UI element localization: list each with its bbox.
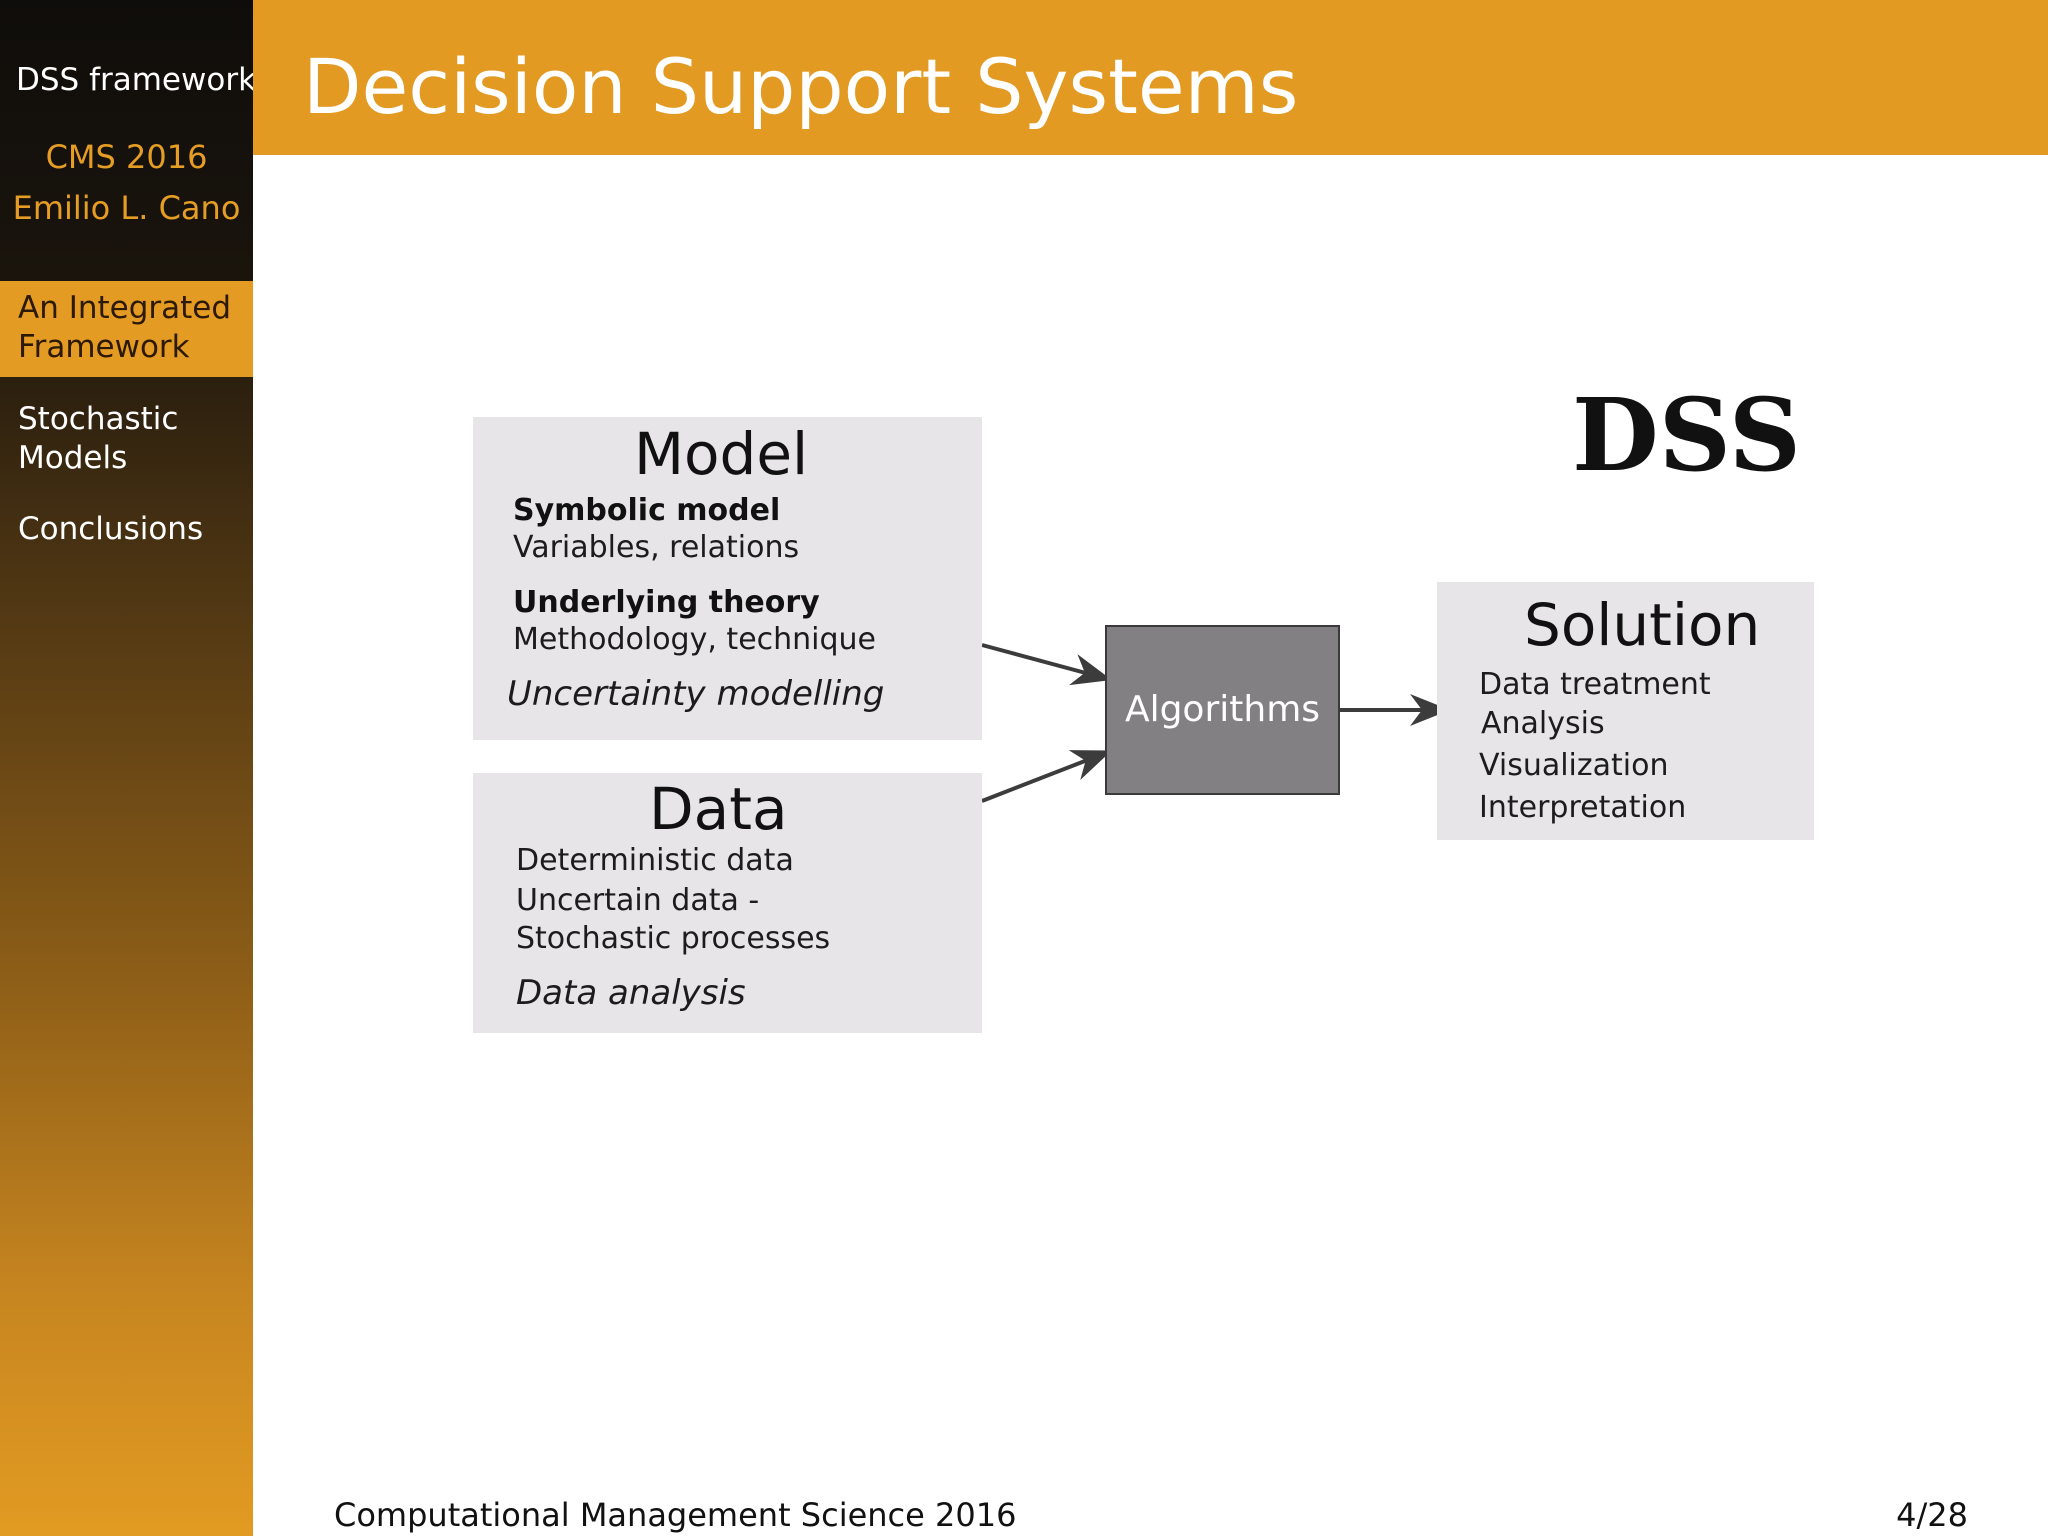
data-text-analysis: Data analysis: [516, 973, 746, 1013]
model-box: Model Symbolic model Variables, relation…: [473, 417, 982, 740]
sidebar-item-integrated-framework[interactable]: An Integrated Framework: [0, 281, 253, 377]
arrow-data-to-algorithms: [981, 750, 1112, 803]
arrow-model-to-algorithms: [981, 643, 1112, 686]
data-line-uncertain: Uncertain data -: [516, 883, 760, 918]
dss-label: DSS: [1572, 376, 1801, 494]
model-heading-theory: Underlying theory: [513, 585, 820, 620]
solution-box: Solution Data treatment Analysis Visuali…: [1437, 582, 1814, 840]
solution-item-visualization: Visualization: [1479, 748, 1669, 783]
algorithms-box: Algorithms: [1105, 625, 1340, 795]
data-box: Data Deterministic data Uncertain data -…: [473, 773, 982, 1033]
algorithms-label: Algorithms: [1124, 689, 1321, 730]
sidebar-author[interactable]: Emilio L. Cano: [12, 189, 241, 227]
model-text-variables: Variables, relations: [513, 530, 800, 565]
title-bar: Decision Support Systems: [253, 0, 2048, 155]
slide-title: Decision Support Systems: [303, 42, 1299, 131]
sidebar-item-stochastic-models[interactable]: Stochastic Models: [18, 401, 179, 476]
sidebar-item-conclusions[interactable]: Conclusions: [18, 511, 204, 547]
model-text-uncertainty: Uncertainty modelling: [507, 674, 885, 714]
solution-item-interpretation: Interpretation: [1479, 790, 1687, 825]
model-text-methodology: Methodology, technique: [513, 622, 877, 657]
data-line-stochastic: Stochastic processes: [516, 921, 831, 956]
data-line-deterministic: Deterministic data: [516, 843, 794, 878]
solution-item-analysis: Analysis: [1481, 706, 1605, 741]
solution-title: Solution: [1524, 591, 1761, 659]
data-title: Data: [649, 775, 788, 843]
model-title: Model: [634, 420, 809, 488]
sidebar: DSS framework CMS 2016 Emilio L. Cano An…: [0, 0, 257, 1536]
sidebar-event[interactable]: CMS 2016: [45, 138, 208, 176]
sidebar-title[interactable]: DSS framework: [16, 62, 257, 98]
solution-item-data-treatment: Data treatment: [1479, 667, 1711, 702]
page-number: 4/28: [1896, 1496, 1968, 1534]
footer-text: Computational Management Science 2016: [334, 1496, 1017, 1534]
model-heading-symbolic: Symbolic model: [513, 493, 781, 528]
